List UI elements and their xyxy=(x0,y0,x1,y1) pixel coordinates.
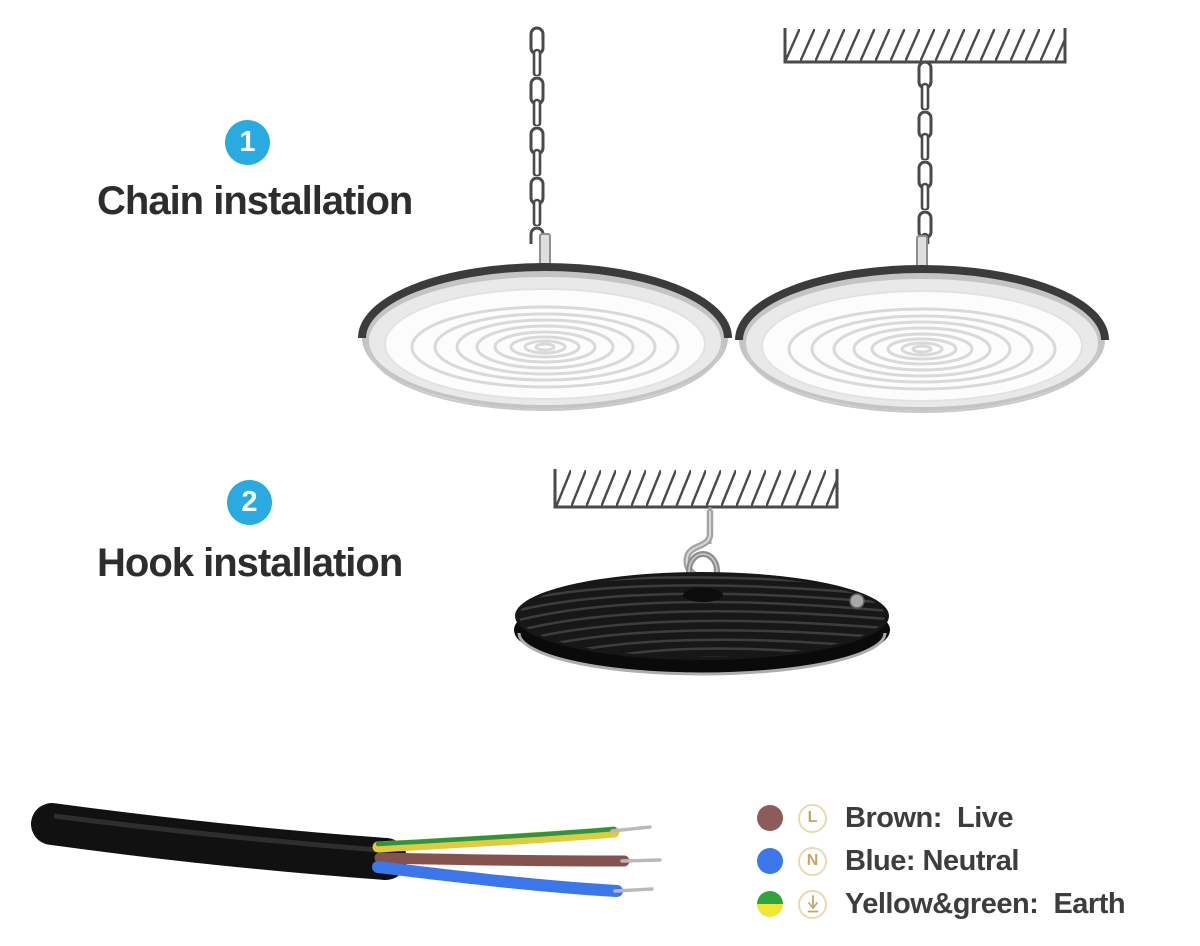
ceiling-mount-hatched-2 xyxy=(553,469,839,509)
earth-arrow-icon xyxy=(807,895,818,913)
live-wire xyxy=(374,852,662,867)
cable-highlight xyxy=(53,813,379,853)
hook-installation-graphic xyxy=(514,469,890,676)
live-symbol-icon: L xyxy=(798,803,827,833)
chain-installation-title: Chain installation xyxy=(97,179,413,223)
ceiling-mount-hatched xyxy=(783,28,1067,64)
blue-wire-dot xyxy=(757,848,783,874)
hook-installation-title: Hook installation xyxy=(97,541,403,585)
step-1-badge: 1 xyxy=(225,120,270,165)
cable-sheath xyxy=(31,803,407,880)
wiring-legend: L Brown: Live N Blue: Neutral Yellow&gre… xyxy=(757,801,1126,932)
live-label: Brown: Live xyxy=(845,801,1014,834)
legend-row-live: L Brown: Live xyxy=(757,801,1125,834)
earth-label: Yellow&green: Earth xyxy=(845,887,1126,920)
chain-installation-graphic xyxy=(340,26,1130,435)
legend-row-neutral: N Blue: Neutral xyxy=(757,844,1125,877)
legend-row-earth: Yellow&green: Earth xyxy=(757,887,1126,920)
power-cable-graphic xyxy=(31,803,662,897)
neutral-label: Blue: Neutral xyxy=(845,844,1019,877)
eyebolt-screw xyxy=(849,593,865,609)
hanging-chain-right xyxy=(915,60,935,244)
earth-symbol-icon xyxy=(798,889,827,919)
step-2-badge: 2 xyxy=(227,480,272,525)
earth-wire xyxy=(372,825,652,853)
yellow-green-wire-dot xyxy=(757,891,783,917)
neutral-symbol-icon: N xyxy=(798,846,827,876)
neutral-wire xyxy=(372,861,654,897)
ufo-light-left xyxy=(362,234,728,410)
ufo-light-right xyxy=(739,236,1105,412)
ufo-light-top-heatsink xyxy=(514,572,890,676)
brown-wire-dot xyxy=(757,805,783,831)
hanging-chain-left xyxy=(527,26,547,244)
